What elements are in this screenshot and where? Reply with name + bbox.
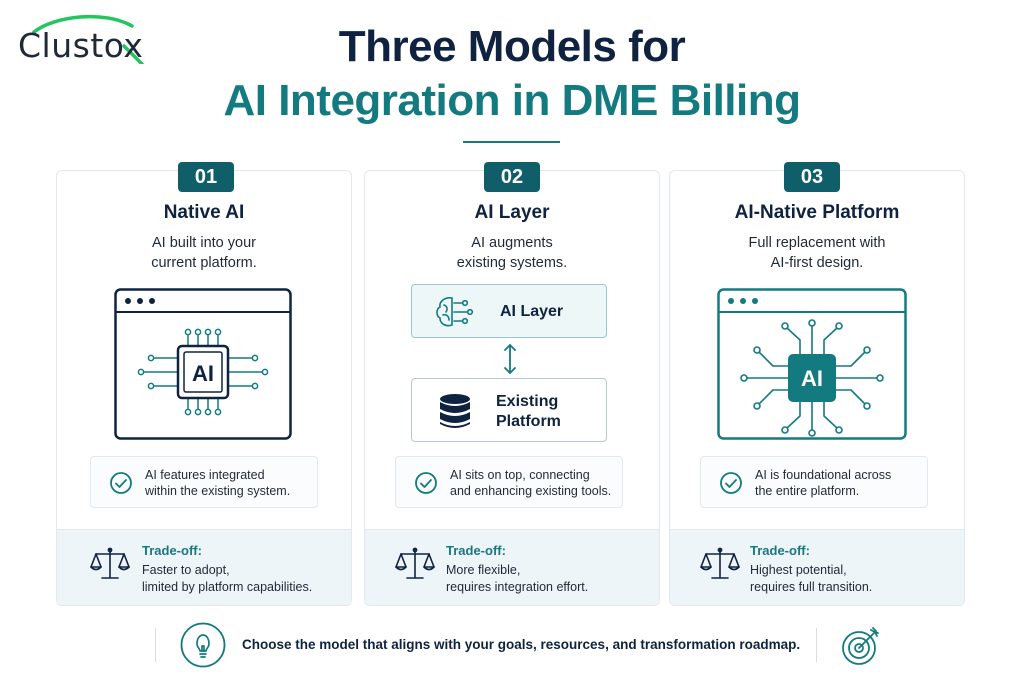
- footer-divider-left: [155, 628, 156, 662]
- footer-divider-right: [816, 628, 817, 662]
- page-title-line-1: Three Models for: [338, 22, 686, 71]
- check-circle-icon: [720, 472, 742, 494]
- check-circle-icon: [110, 472, 132, 494]
- ai-layer-label: AI Layer: [500, 303, 564, 320]
- chip-label: AI: [192, 361, 214, 386]
- tradeoff-label: Trade-off:: [750, 543, 810, 558]
- tradeoff-panel: [365, 529, 659, 605]
- card-number-badge: 01: [178, 162, 234, 192]
- target-icon: [842, 627, 879, 665]
- tradeoff-text: More flexible,requires integration effor…: [446, 563, 589, 594]
- lightbulb-icon: [180, 622, 226, 668]
- tradeoff-panel: [57, 529, 351, 605]
- card-title: AI-Native Platform: [734, 202, 900, 223]
- scale-icon: [700, 547, 740, 579]
- scale-icon: [395, 547, 435, 579]
- browser-window-ai-network-icon: AI: [717, 288, 907, 440]
- scale-icon: [90, 547, 130, 579]
- arrows-vertical-icon: [504, 344, 516, 374]
- card-title: AI Layer: [474, 202, 550, 223]
- model-card-ai-layer: [364, 170, 660, 606]
- ai-layer-box: AI Layer: [411, 284, 607, 338]
- tradeoff-label: Trade-off:: [142, 543, 202, 558]
- card-number-badge: 02: [484, 162, 540, 192]
- tradeoff-text: Highest potential,requires full transiti…: [750, 563, 873, 594]
- database-icon: [440, 394, 470, 428]
- logo-swoosh-icon: [32, 14, 144, 64]
- tradeoff-label: Trade-off:: [446, 543, 506, 558]
- tradeoff-text: Faster to adopt,limited by platform capa…: [142, 563, 313, 594]
- card-title: Native AI: [163, 202, 245, 223]
- title-divider: [463, 141, 560, 143]
- browser-window-ai-chip-icon: AI: [114, 288, 292, 440]
- card-number-badge: 03: [784, 162, 840, 192]
- tradeoff-panel: [670, 529, 964, 605]
- logo-wordmark: Clustox: [18, 26, 144, 65]
- brand-logo: Clustox: [14, 12, 154, 65]
- page-title-line-2: AI Integration in DME Billing: [223, 76, 801, 125]
- brain-icon: [436, 297, 474, 327]
- check-circle-icon: [415, 472, 437, 494]
- chip-label: AI: [801, 366, 823, 391]
- footer-message: Choose the model that aligns with your g…: [242, 637, 801, 652]
